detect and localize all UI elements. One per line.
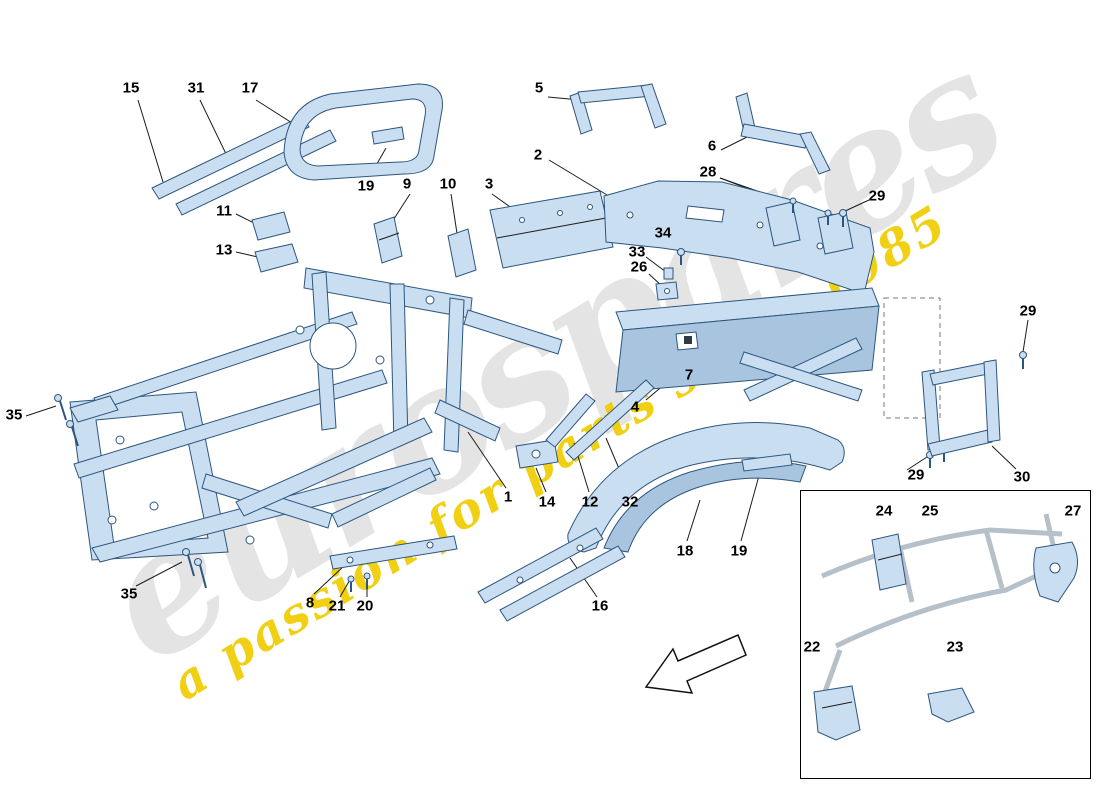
part-number-callout-26[interactable]: 26 (630, 258, 648, 276)
part-13-bracket (254, 243, 299, 273)
part-number-callout-18[interactable]: 18 (676, 542, 694, 560)
part-number-callout-5[interactable]: 5 (534, 79, 544, 97)
part-number-callout-15[interactable]: 15 (122, 79, 140, 97)
part-33-spacer (663, 267, 674, 280)
part-16-rails (477, 527, 626, 622)
direction-arrow (644, 634, 747, 694)
part-15-rail (151, 115, 310, 200)
part-34-bolt (677, 248, 685, 265)
part-number-callout-28[interactable]: 28 (699, 163, 717, 181)
part-11-bracket (251, 211, 291, 241)
part-number-callout-14[interactable]: 14 (538, 493, 556, 511)
part-number-callout-16[interactable]: 16 (591, 597, 609, 615)
part-number-callout-25[interactable]: 25 (921, 502, 939, 520)
part-5-brace (569, 83, 667, 135)
part-number-callout-11[interactable]: 11 (216, 202, 232, 220)
inset-part-24 (871, 533, 907, 591)
inset-part-27 (1033, 541, 1078, 603)
part-17-hoop (283, 83, 443, 181)
inset-part-23 (927, 687, 975, 723)
part-number-callout-3[interactable]: 3 (484, 175, 494, 193)
part-8-bracket (329, 535, 458, 570)
part-number-callout-29[interactable]: 29 (1019, 302, 1037, 320)
part-number-callout-10[interactable]: 10 (439, 175, 457, 193)
part-10-bracket (447, 228, 477, 278)
part-number-callout-19[interactable]: 19 (730, 542, 748, 560)
part-35-bolts-bottom (182, 548, 207, 589)
part-number-callout-35[interactable]: 35 (120, 585, 138, 603)
part-12-strip (545, 393, 596, 448)
part-19-strip-top (371, 126, 405, 145)
part-number-callout-17[interactable]: 17 (241, 79, 259, 97)
part-number-callout-29[interactable]: 29 (868, 187, 886, 205)
part-number-callout-7[interactable]: 7 (684, 366, 694, 384)
inset-box (800, 490, 1091, 779)
part-number-callout-27[interactable]: 27 (1064, 502, 1082, 520)
part-number-callout-20[interactable]: 20 (356, 597, 374, 615)
part-number-callout-8[interactable]: 8 (305, 594, 315, 612)
part-9-bracket (373, 216, 403, 264)
part-number-callout-32[interactable]: 32 (621, 493, 639, 511)
part-number-callout-1[interactable]: 1 (503, 488, 513, 506)
part-number-callout-24[interactable]: 24 (875, 502, 893, 520)
part-35-bolts-left (54, 394, 79, 447)
part-number-callout-13[interactable]: 13 (215, 241, 233, 259)
part-26-mount (655, 281, 679, 301)
part-2-panel (603, 180, 875, 295)
part-number-callout-30[interactable]: 30 (1013, 468, 1031, 486)
part-32-strip (565, 379, 655, 461)
part-20-21-bolts (347, 572, 371, 592)
part-number-callout-19[interactable]: 19 (357, 177, 375, 195)
part-30-bracket (921, 359, 1001, 457)
part-19-strip-lower (741, 453, 793, 472)
part-number-callout-4[interactable]: 4 (630, 398, 640, 416)
part-number-callout-2[interactable]: 2 (533, 146, 543, 164)
part-7-braces (739, 337, 863, 402)
part-number-callout-22[interactable]: 22 (803, 638, 821, 656)
part-number-callout-12[interactable]: 12 (581, 493, 599, 511)
main-chassis-structure (69, 267, 563, 563)
part-18-subframe (567, 422, 845, 553)
part-number-callout-23[interactable]: 23 (946, 638, 964, 656)
part-number-callout-35[interactable]: 35 (5, 406, 23, 424)
part-number-callout-34[interactable]: 34 (654, 224, 672, 242)
dashed-reference-box (883, 297, 941, 419)
part-14-plate (515, 439, 559, 469)
part-28-brackets (765, 197, 854, 255)
part-6-brace (735, 92, 831, 175)
part-number-callout-21[interactable]: 21 (328, 597, 346, 615)
part-number-callout-6[interactable]: 6 (707, 137, 717, 155)
part-number-callout-9[interactable]: 9 (402, 175, 412, 193)
part-number-callout-31[interactable]: 31 (187, 79, 205, 97)
inset-part-22 (813, 685, 861, 741)
part-number-callout-29[interactable]: 29 (907, 466, 925, 484)
part-number-callout-33[interactable]: 33 (628, 243, 646, 261)
part-3-panel (489, 190, 614, 269)
